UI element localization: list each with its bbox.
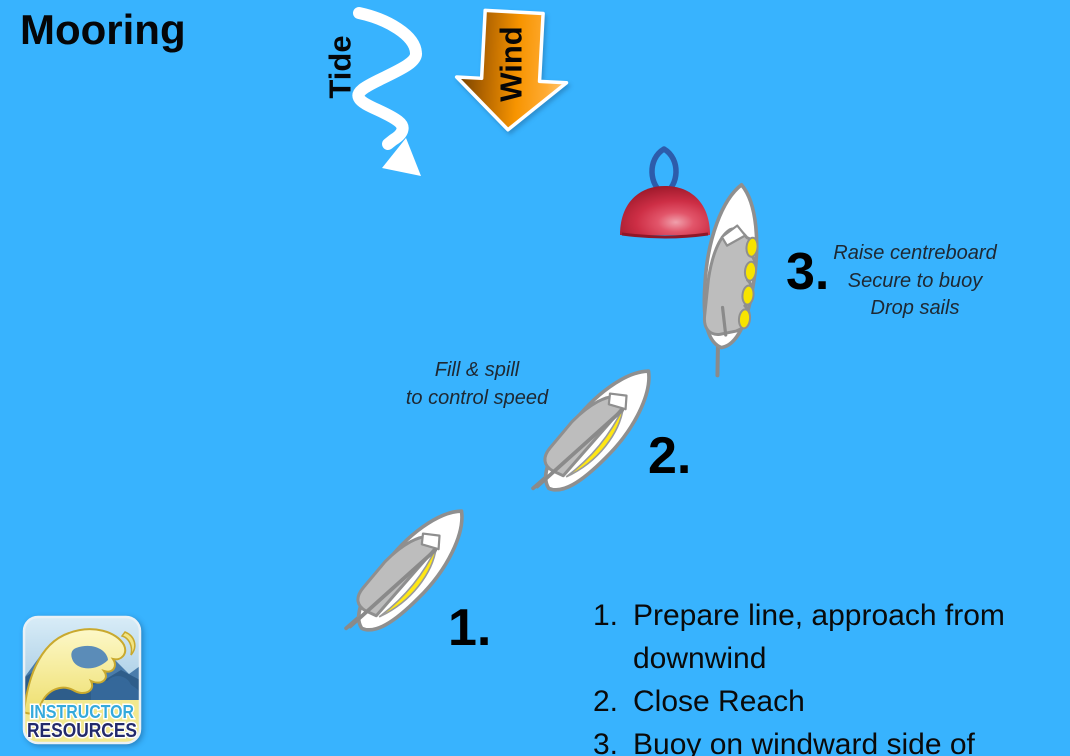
boat-sailing-step2-icon bbox=[531, 369, 651, 492]
step-marker-3: 3. bbox=[786, 243, 830, 301]
instruction-list: 1. Prepare line, approach from downwind … bbox=[593, 594, 1043, 756]
instruction-text: Close Reach bbox=[633, 685, 805, 718]
instruction-number: 2. bbox=[593, 685, 619, 718]
annotation-line: to control speed bbox=[405, 386, 549, 409]
step-marker-1: 1. bbox=[448, 599, 492, 657]
boat-sailing-step1-icon bbox=[344, 509, 464, 632]
boat-moored-step3-icon bbox=[702, 183, 759, 378]
mooring-buoy-icon bbox=[620, 146, 710, 239]
page-title: Mooring bbox=[20, 6, 186, 53]
step-marker-2: 2. bbox=[648, 427, 692, 485]
instruction-item-3: 3. Buoy on windward side of bow bbox=[593, 723, 1043, 756]
annotation-line: Fill & spill bbox=[434, 359, 520, 381]
tide-arrow-icon bbox=[352, 7, 422, 176]
wind-label: Wind bbox=[494, 26, 530, 102]
annotation-approach: Fill & spill to control speed bbox=[392, 357, 562, 412]
wind-arrow-icon bbox=[454, 8, 569, 132]
instruction-item-1: 1. Prepare line, approach from downwind bbox=[593, 594, 1043, 680]
instruction-number: 3. bbox=[593, 728, 619, 756]
instruction-text: Prepare line, approach from downwind bbox=[633, 599, 1005, 675]
instruction-number: 1. bbox=[593, 599, 619, 632]
logo-line1: INSTRUCTOR bbox=[30, 701, 134, 722]
annotation-line: Drop sails bbox=[870, 297, 960, 319]
instructor-resources-logo: INSTRUCTOR RESOURCES bbox=[22, 615, 142, 745]
annotation-mooring: Raise centreboard Secure to buoy Drop sa… bbox=[818, 240, 1012, 323]
annotation-line: Raise centreboard bbox=[833, 242, 997, 264]
annotation-line: Secure to buoy bbox=[847, 269, 983, 292]
logo-line2: RESOURCES bbox=[27, 719, 137, 742]
instruction-text: Buoy on windward side of bow bbox=[633, 728, 975, 756]
instruction-item-2: 2. Close Reach bbox=[593, 680, 1043, 723]
